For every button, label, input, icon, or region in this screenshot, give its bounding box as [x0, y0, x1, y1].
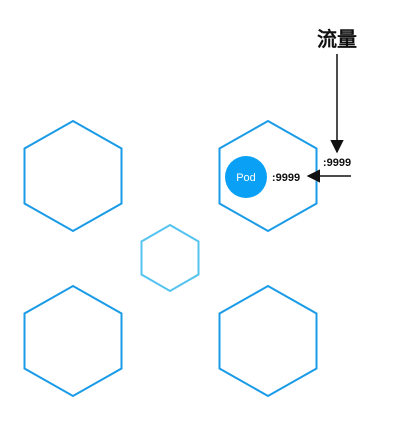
pod-circle	[225, 156, 267, 198]
pod-port-label: :9999	[272, 172, 300, 184]
node-hexagon-center-small	[140, 223, 200, 293]
node-hexagon-bottom-left	[23, 284, 123, 398]
node-hexagon-bottom-right	[218, 284, 318, 398]
node-hexagon-top-left	[23, 119, 123, 233]
pod-label: Pod	[236, 172, 256, 184]
outer-port-label: :9999	[323, 157, 351, 169]
traffic-label: 流量	[317, 27, 357, 51]
node-hexagon-top-right	[218, 119, 318, 233]
